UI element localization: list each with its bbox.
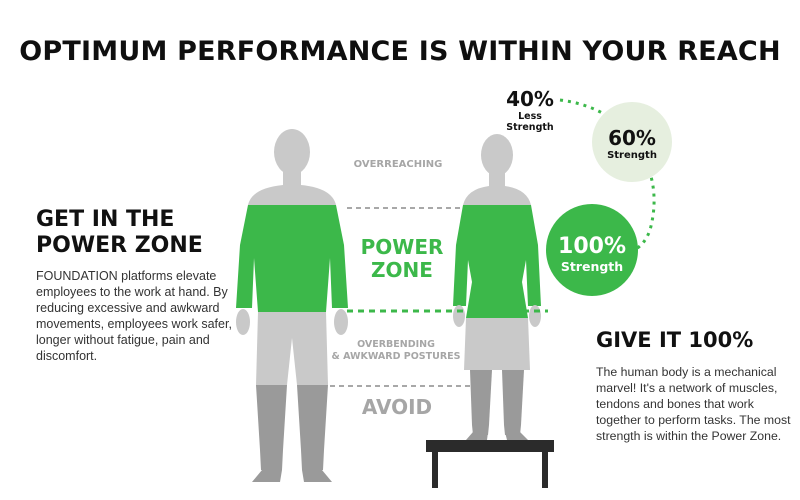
less-strength-label-line2: Strength (506, 122, 554, 133)
give-it-heading: GIVE IT 100% (596, 328, 754, 352)
less-strength-label-line1: Less (518, 111, 542, 122)
avoid-label: AVOID (362, 395, 432, 419)
sixty-percent-circle (592, 102, 672, 182)
work-platform (426, 440, 554, 488)
power-zone-heading-line2: POWER ZONE (36, 233, 203, 258)
overbending-label-line2: & AWKWARD POSTURES (332, 351, 461, 362)
overbending-label-line1: OVERBENDING (357, 339, 435, 350)
power-zone-description: FOUNDATION platforms elevate employees t… (36, 269, 232, 363)
less-strength-percent: 40% (506, 87, 554, 111)
power-zone-heading-line1: GET IN THE (36, 207, 175, 232)
full-strength-circle (546, 204, 638, 296)
full-strength-label: Strength (561, 259, 623, 274)
overreaching-label: OVERREACHING (354, 159, 443, 170)
female-figure (453, 134, 541, 440)
sixty-percent-value: 60% (608, 126, 656, 150)
page-title: OPTIMUM PERFORMANCE IS WITHIN YOUR REACH (19, 36, 781, 67)
sixty-percent-label: Strength (607, 150, 657, 161)
power-zone-label-line2: ZONE (371, 258, 433, 282)
power-zone-heading: GET IN THE POWER ZONE (36, 207, 236, 259)
power-zone-label-line1: POWER (361, 235, 444, 259)
male-figure (236, 129, 348, 482)
give-it-description: The human body is a mechanical marvel! I… (596, 365, 791, 443)
full-strength-value: 100% (558, 234, 626, 259)
